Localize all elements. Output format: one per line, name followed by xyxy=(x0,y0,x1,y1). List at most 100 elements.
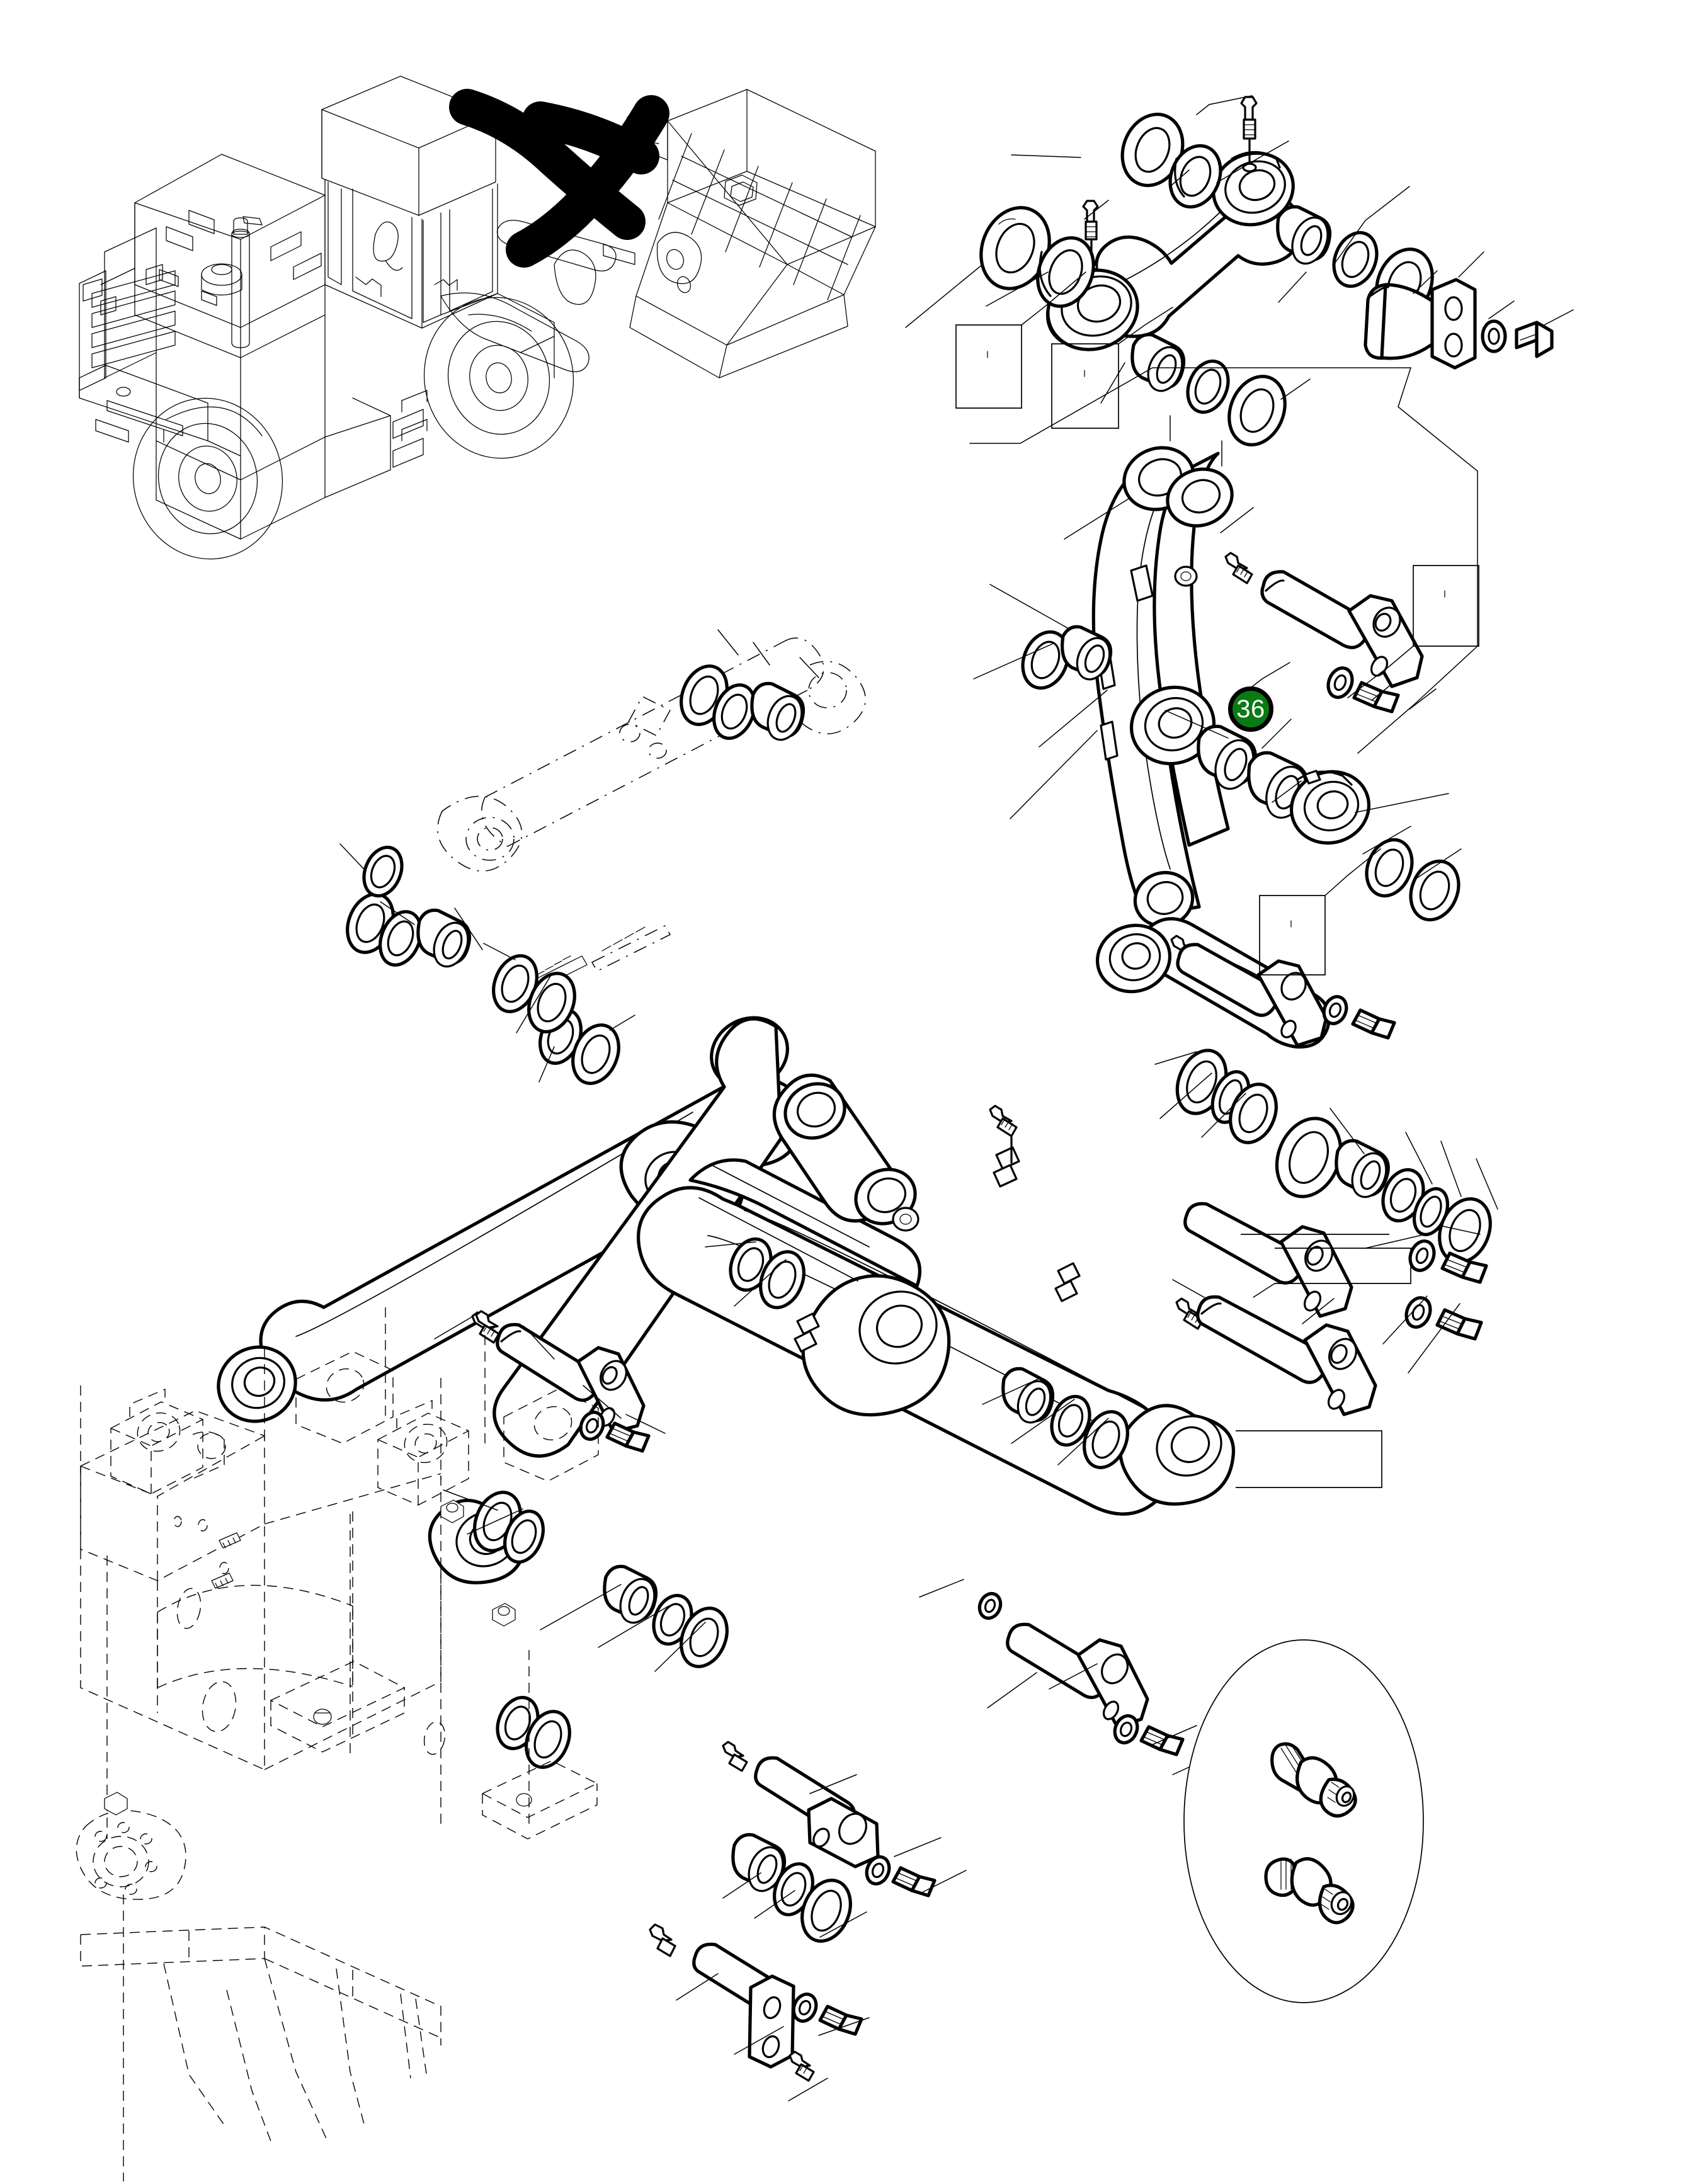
washer xyxy=(1120,112,1185,188)
bushing xyxy=(416,908,472,968)
grease-fitting xyxy=(789,2050,815,2082)
grease-fitting xyxy=(1224,552,1253,584)
retainer-plate xyxy=(576,1346,646,1434)
washer xyxy=(379,910,423,967)
label-box xyxy=(1259,848,1381,975)
loader-cab xyxy=(321,76,498,329)
bellcrank-upper-link-assembly xyxy=(905,95,1574,467)
retainer-plate xyxy=(1430,278,1477,370)
callout-badge-circle[interactable]: 36 xyxy=(1228,686,1273,732)
retainer-plate xyxy=(748,1974,795,2069)
seal xyxy=(1365,838,1414,898)
retainer-plate xyxy=(1303,1323,1377,1416)
shim xyxy=(1412,1187,1450,1236)
washer xyxy=(1275,1117,1343,1198)
loader-boom-key xyxy=(440,220,635,372)
washer xyxy=(759,1250,806,1309)
grease-fitting xyxy=(1240,96,1258,165)
bolt xyxy=(818,2005,863,2036)
label-box xyxy=(1236,1430,1382,1488)
callout-badge-label: 36 xyxy=(1236,695,1265,723)
seal xyxy=(362,845,404,898)
grease-fitting xyxy=(1270,1742,1357,1818)
bolt xyxy=(1435,1308,1483,1341)
washer xyxy=(525,1710,571,1769)
bushing xyxy=(1130,333,1186,392)
loader-engine-hood xyxy=(134,154,326,358)
retainer-plate xyxy=(1256,959,1328,1047)
washer xyxy=(1113,1714,1139,1744)
lift-arm-boom-assembly xyxy=(217,845,1498,2102)
washer xyxy=(792,1993,818,2023)
seal xyxy=(1168,144,1222,209)
tilt-lever-assembly xyxy=(969,367,1479,1049)
loader-front-chassis xyxy=(79,227,574,560)
washer xyxy=(527,972,576,1033)
bushing xyxy=(1335,1139,1390,1198)
seal xyxy=(773,1862,814,1916)
hand-drawn-x-mark xyxy=(449,89,669,268)
seal xyxy=(492,954,538,1013)
washer xyxy=(680,1607,729,1668)
bushing xyxy=(731,1833,787,1892)
washer xyxy=(579,1411,605,1441)
label-box xyxy=(955,271,1086,409)
seal xyxy=(1332,230,1379,288)
grease-fitting xyxy=(475,1310,499,1329)
wheel-loader-key-view xyxy=(79,76,876,560)
seal xyxy=(1229,1083,1278,1144)
label-box xyxy=(1253,1248,1411,1298)
grease-fitting xyxy=(1082,200,1099,264)
bolt xyxy=(1351,1008,1396,1040)
front-frame-phantom xyxy=(76,1307,599,2181)
seal xyxy=(652,1593,693,1646)
washer xyxy=(1036,236,1095,308)
label-box xyxy=(1347,565,1479,698)
callout-outline xyxy=(969,367,1478,647)
washer xyxy=(1409,859,1460,922)
stud xyxy=(211,1573,234,1589)
washer xyxy=(1404,1296,1432,1329)
bolt xyxy=(1139,1725,1185,1756)
washer xyxy=(503,1510,545,1564)
loader-bucket-key xyxy=(627,89,876,378)
bushing xyxy=(1061,625,1113,681)
tilt-cylinder-phantom xyxy=(339,629,866,1085)
washer xyxy=(712,683,756,740)
grease-fitting xyxy=(722,1741,748,1772)
bolt-head xyxy=(440,1499,464,1523)
bolt-head xyxy=(104,1792,128,1816)
seal xyxy=(1021,630,1070,690)
callout-badge-36[interactable]: 36 xyxy=(1228,686,1273,732)
pin xyxy=(1364,283,1438,360)
bolt xyxy=(1440,1251,1488,1284)
washer xyxy=(1083,1410,1129,1469)
bushing xyxy=(1197,724,1257,790)
grease-fitting xyxy=(649,1923,676,1957)
bolt-head xyxy=(492,1603,516,1627)
bushing xyxy=(1276,205,1332,265)
washer xyxy=(1227,375,1287,446)
washer xyxy=(800,1879,852,1943)
seal xyxy=(1186,359,1230,414)
washer xyxy=(865,1855,891,1885)
retainer-plate xyxy=(807,1797,880,1868)
grease-fitting-detail-bubble xyxy=(1183,1639,1424,2003)
bolt xyxy=(605,1421,651,1453)
stud xyxy=(219,1532,241,1549)
callout-outline xyxy=(1357,646,1478,754)
grease-fitting xyxy=(989,1105,1018,1164)
washer xyxy=(1438,1197,1492,1264)
bushing xyxy=(1001,1367,1055,1424)
bushing xyxy=(750,681,806,741)
label-box xyxy=(1051,307,1173,429)
washer xyxy=(977,1591,1003,1620)
washer xyxy=(1408,1239,1436,1272)
bushing xyxy=(603,1564,658,1624)
washer xyxy=(1481,319,1507,353)
grease-fitting xyxy=(1264,1857,1355,1925)
bolt xyxy=(1515,321,1554,358)
bolt xyxy=(891,1866,937,1897)
